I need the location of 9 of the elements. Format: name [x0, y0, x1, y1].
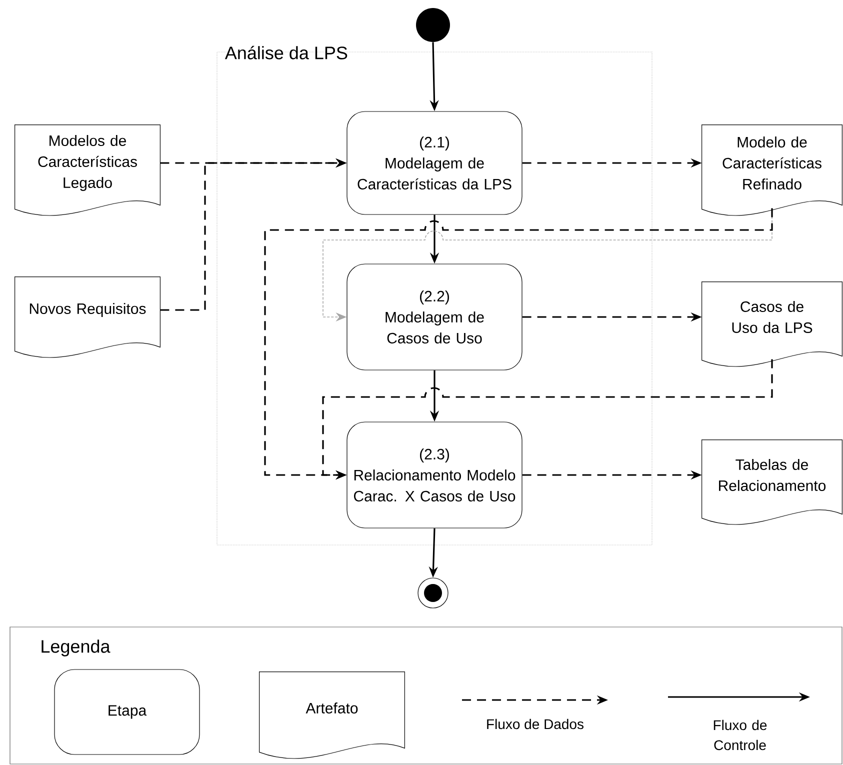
end-circle	[418, 578, 448, 608]
legend-title: Legenda	[42, 640, 110, 656]
process-box: (2.2) Modelagem de Casos de Uso	[346, 264, 522, 370]
legend-label: Fluxo de Controle	[714, 720, 767, 750]
legend-label: Fluxo de Dados	[487, 718, 584, 730]
process-box: (2.3) Relacionamento Modelo Carac. X Casos de Uso	[346, 422, 522, 528]
process-box: (2.1) Modelagem de Características da LPS	[346, 111, 522, 215]
start-circle	[416, 8, 450, 42]
legend-process-box: Etapa	[54, 669, 200, 755]
